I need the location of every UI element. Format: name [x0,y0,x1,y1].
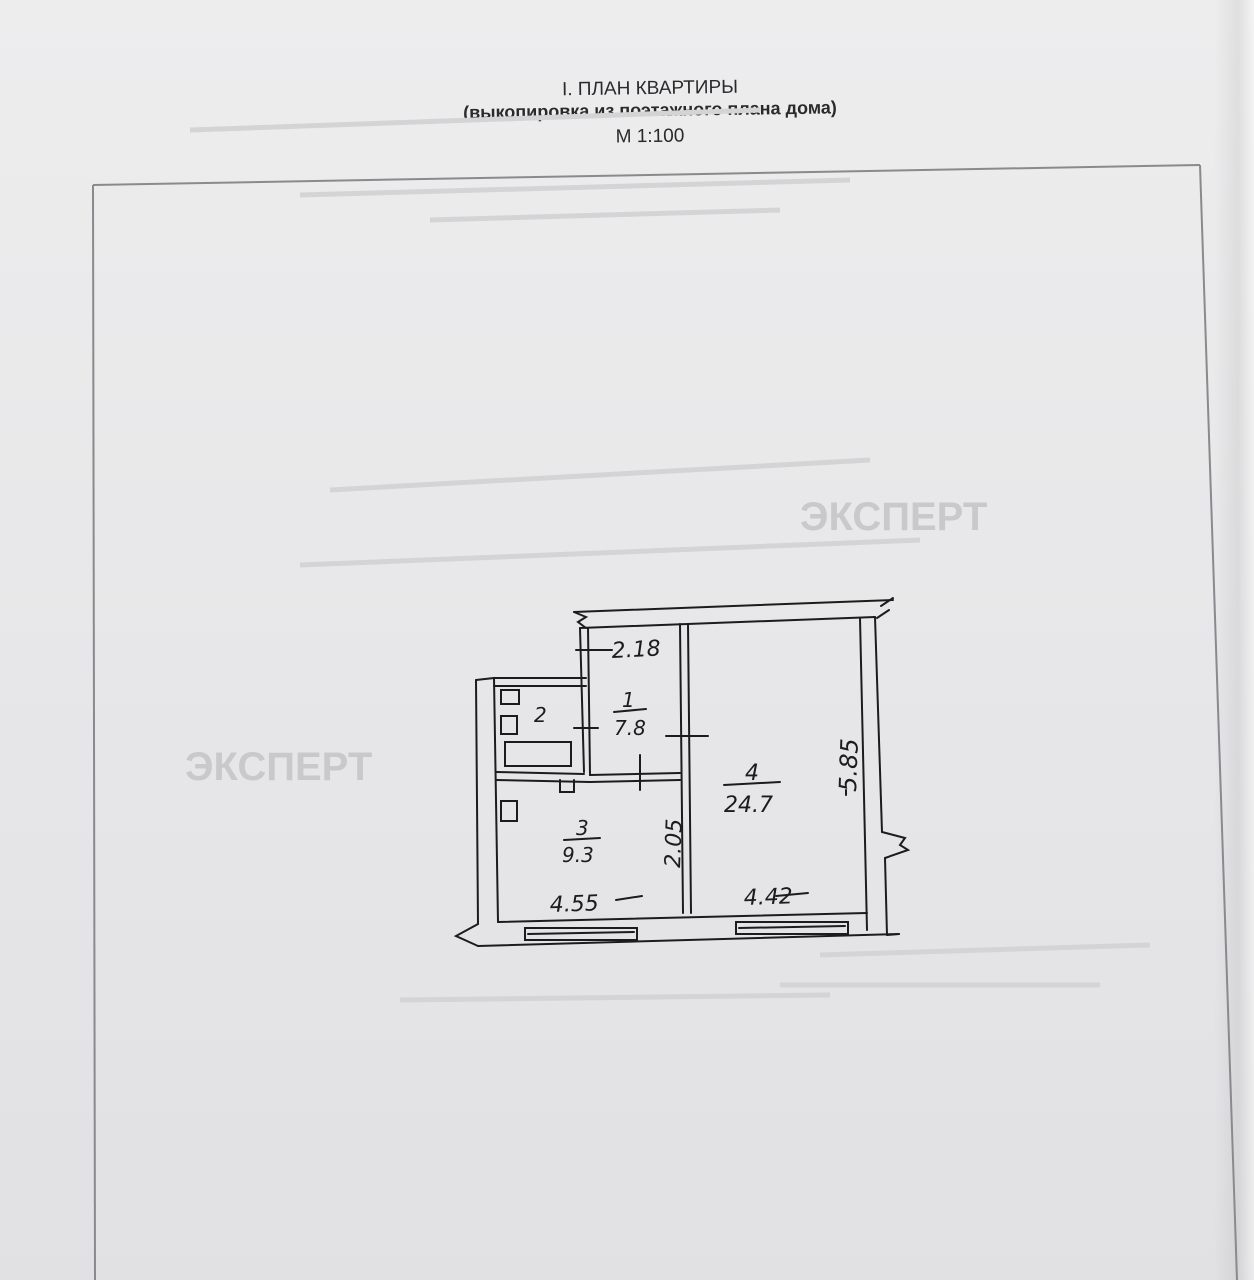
dim-room-height: 5.85 [834,738,864,792]
kitchen-sink [559,779,575,793]
right-wall-break [881,831,911,936]
partition-wall [679,623,692,914]
room1-fraction-line [613,708,647,713]
bathroom-bottom-wall [495,771,591,783]
bleed-through-lines [189,107,1151,1003]
right-wall [859,616,883,931]
bottom-left-break [453,679,480,947]
watermark-text-2: ЭКСПЕРТ [185,745,372,789]
bathtub [504,741,572,767]
dim-kitchen-height: 2.05 [661,818,688,868]
dim-kitchen-width: 4.55 [549,891,599,918]
room4-fraction-line [723,781,781,786]
top-wall-break [876,597,894,619]
kitchen-top-wall [589,772,681,783]
window-kitchen [524,927,638,941]
bottom-wall [477,912,900,947]
left-wall [475,676,499,923]
dim-room-width: 4.42 [743,884,793,911]
room-1-area: 7.8 [614,716,646,740]
apartment-plan [453,597,911,947]
room-3-number: 3 [576,816,589,840]
top-wall-break-left [573,611,589,629]
dim-corridor-width: 2.18 [611,636,661,664]
page-frame [92,164,1238,1280]
top-wall [573,599,894,629]
stove [500,800,518,822]
sink [500,689,520,705]
corridor-left-wall [579,627,591,776]
room-4-area: 24.7 [724,793,773,818]
bathroom-top-wall [493,677,587,687]
page-edge-shadow [1214,0,1254,1280]
watermark-text-1: ЭКСПЕРТ [800,495,987,539]
room3-fraction-line [563,837,601,841]
dim-tick-room [775,892,809,897]
toilet [500,715,518,735]
room-2-number: 2 [534,703,547,727]
room-1-number: 1 [622,688,635,712]
dim-tick-kitchen [615,895,643,901]
room-3-area: 9.3 [562,843,594,867]
room-4-number: 4 [745,761,759,786]
window-room [735,921,849,935]
